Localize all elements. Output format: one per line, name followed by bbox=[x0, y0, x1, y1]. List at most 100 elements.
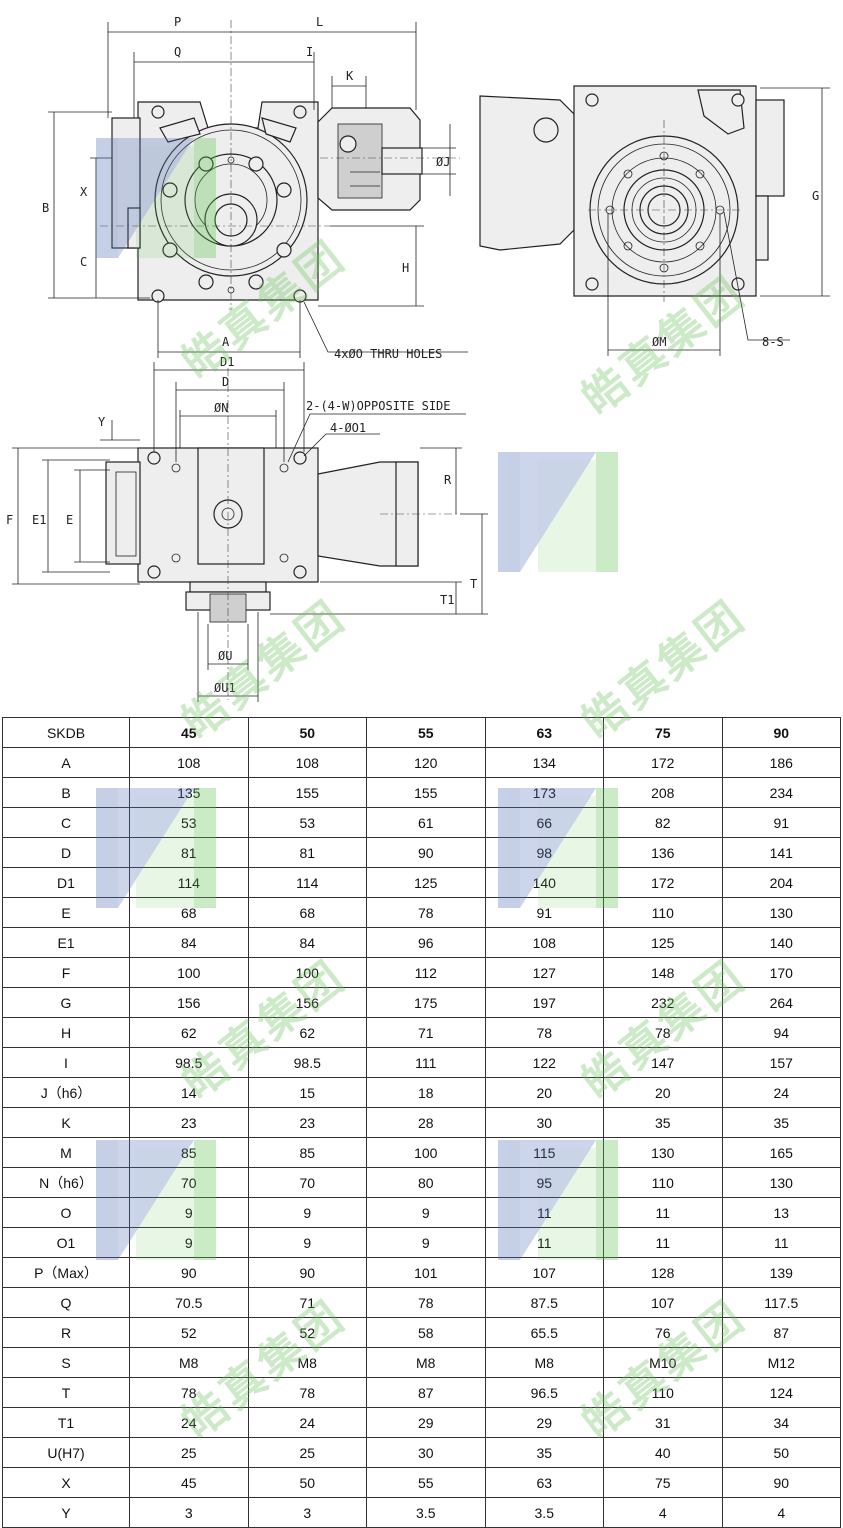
table-cell: 3.5 bbox=[484, 1497, 604, 1528]
table-cell: 53 bbox=[247, 807, 367, 838]
table-cell: 78 bbox=[484, 1017, 604, 1048]
label-A: A bbox=[222, 335, 230, 349]
label-L: L bbox=[316, 15, 323, 29]
front-view: P L Q I K ØJ B X C H A 4xØO THRU HOLES bbox=[42, 15, 468, 361]
table-cell: 107 bbox=[484, 1257, 604, 1288]
table-cell: 11 bbox=[484, 1197, 604, 1228]
table-cell: 4 bbox=[721, 1497, 841, 1528]
row-label: T bbox=[2, 1377, 130, 1408]
table-cell: 29 bbox=[366, 1407, 486, 1438]
table-cell: 81 bbox=[129, 837, 249, 868]
table-cell: 135 bbox=[129, 777, 249, 808]
table-cell: 87 bbox=[721, 1317, 841, 1348]
table-cell: 122 bbox=[484, 1047, 604, 1078]
table-cell: 117.5 bbox=[721, 1287, 841, 1318]
table-cell: 25 bbox=[129, 1437, 249, 1468]
table-cell: 85 bbox=[247, 1137, 367, 1168]
table-cell: M10 bbox=[603, 1347, 723, 1378]
table-cell: 124 bbox=[721, 1377, 841, 1408]
label-D: D bbox=[222, 375, 229, 389]
table-cell: 101 bbox=[366, 1257, 486, 1288]
table-cell: 186 bbox=[721, 747, 841, 778]
table-cell: 114 bbox=[129, 867, 249, 898]
table-cell: 62 bbox=[247, 1017, 367, 1048]
row-label: J（h6） bbox=[2, 1077, 130, 1108]
table-cell: 81 bbox=[247, 837, 367, 868]
table-cell: 157 bbox=[721, 1047, 841, 1078]
label-N: ØN bbox=[214, 401, 228, 415]
table-cell: 63 bbox=[484, 1467, 604, 1498]
label-R: R bbox=[444, 473, 452, 487]
table-cell: 15 bbox=[247, 1077, 367, 1108]
row-label: E bbox=[2, 897, 130, 928]
table-cell: 98.5 bbox=[129, 1047, 249, 1078]
table-cell: 85 bbox=[129, 1137, 249, 1168]
table-cell: 141 bbox=[721, 837, 841, 868]
label-I: I bbox=[306, 45, 313, 59]
table-cell: 4 bbox=[603, 1497, 723, 1528]
table-cell: 55 bbox=[366, 1467, 486, 1498]
table-cell: 20 bbox=[484, 1077, 604, 1108]
header-model-label: SKDB bbox=[2, 717, 130, 748]
table-cell: 52 bbox=[247, 1317, 367, 1348]
row-label: D1 bbox=[2, 867, 130, 898]
table-cell: 80 bbox=[366, 1167, 486, 1198]
label-T1: T1 bbox=[440, 593, 454, 607]
table-cell: 175 bbox=[366, 987, 486, 1018]
table-cell: 156 bbox=[129, 987, 249, 1018]
table-cell: 96.5 bbox=[484, 1377, 604, 1408]
table-cell: 61 bbox=[366, 807, 486, 838]
header-size-50: 50 bbox=[247, 717, 367, 748]
label-H: H bbox=[402, 261, 409, 275]
table-cell: 23 bbox=[247, 1107, 367, 1138]
table-cell: 50 bbox=[721, 1437, 841, 1468]
table-cell: 100 bbox=[366, 1137, 486, 1168]
label-F: F bbox=[6, 513, 13, 527]
row-label: M bbox=[2, 1137, 130, 1168]
table-cell: M8 bbox=[129, 1347, 249, 1378]
row-label: T1 bbox=[2, 1407, 130, 1438]
table-cell: 90 bbox=[129, 1257, 249, 1288]
table-cell: 9 bbox=[129, 1227, 249, 1258]
table-cell: 82 bbox=[603, 807, 723, 838]
table-cell: 9 bbox=[366, 1227, 486, 1258]
row-label: R bbox=[2, 1317, 130, 1348]
table-cell: 14 bbox=[129, 1077, 249, 1108]
table-cell: 87.5 bbox=[484, 1287, 604, 1318]
header-size-45: 45 bbox=[129, 717, 249, 748]
table-cell: 84 bbox=[129, 927, 249, 958]
table-cell: 34 bbox=[721, 1407, 841, 1438]
table-cell: 147 bbox=[603, 1047, 723, 1078]
table-cell: 30 bbox=[366, 1437, 486, 1468]
table-cell: 173 bbox=[484, 777, 604, 808]
header-size-55: 55 bbox=[366, 717, 486, 748]
row-label: X bbox=[2, 1467, 130, 1498]
table-cell: 24 bbox=[721, 1077, 841, 1108]
table-cell: 87 bbox=[366, 1377, 486, 1408]
label-G: G bbox=[812, 189, 819, 203]
table-cell: 35 bbox=[484, 1437, 604, 1468]
row-label: Y bbox=[2, 1497, 130, 1528]
table-cell: 18 bbox=[366, 1077, 486, 1108]
table-cell: 232 bbox=[603, 987, 723, 1018]
row-label: U(H7) bbox=[2, 1437, 130, 1468]
table-cell: 78 bbox=[366, 1287, 486, 1318]
table-cell: 11 bbox=[603, 1197, 723, 1228]
row-label: D bbox=[2, 837, 130, 868]
table-cell: 134 bbox=[484, 747, 604, 778]
table-cell: 90 bbox=[721, 1467, 841, 1498]
table-cell: 155 bbox=[247, 777, 367, 808]
